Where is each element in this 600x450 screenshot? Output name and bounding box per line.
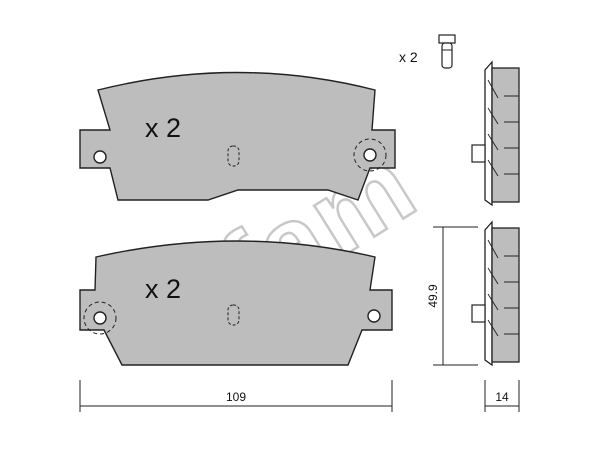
bottom-pad-quantity: x 2: [145, 274, 181, 304]
bottom-pad-body: [79, 240, 393, 366]
guide-pin: x 2: [399, 34, 456, 69]
guide-pin-shank: [441, 42, 453, 69]
top-pad-side-friction: [491, 67, 520, 203]
height-dimension-value: 49.9: [426, 284, 440, 308]
bottom-pad-right-mount-hole: [367, 309, 381, 323]
top-pad-front-view: x 2: [79, 71, 396, 201]
bottom-pad-wear-indicator: [227, 304, 240, 326]
height-dimension: [433, 226, 478, 366]
top-pad-left-mount-hole: [93, 150, 107, 164]
bottom-pad-side-friction: [491, 227, 520, 363]
bottom-pad-side-backing-plate: [484, 220, 493, 367]
width-dimension-value: 109: [226, 390, 246, 404]
top-pad-right-hole-outline: [353, 138, 387, 172]
top-pad-side-clip: [471, 144, 486, 163]
bottom-pad-front-view: x 2: [79, 240, 393, 366]
top-pad-body: [79, 71, 396, 201]
bottom-pad-side-view: [471, 220, 520, 367]
top-pad-right-mount-hole: [363, 148, 377, 162]
bottom-pad-side-clip: [471, 304, 486, 323]
pin-quantity: x 2: [399, 49, 418, 65]
top-pad-wear-indicator: [227, 145, 240, 167]
thickness-dimension: [484, 380, 520, 412]
top-pad-side-view: [471, 60, 520, 207]
guide-pin-head: [438, 34, 456, 44]
top-pad-side-backing-plate: [484, 60, 493, 207]
width-dimension: [79, 380, 393, 412]
thickness-dimension-value: 14: [495, 390, 509, 404]
bottom-pad-left-hole-outline: [83, 301, 117, 335]
bottom-pad-left-mount-hole: [93, 311, 107, 325]
top-pad-quantity: x 2: [145, 113, 181, 143]
